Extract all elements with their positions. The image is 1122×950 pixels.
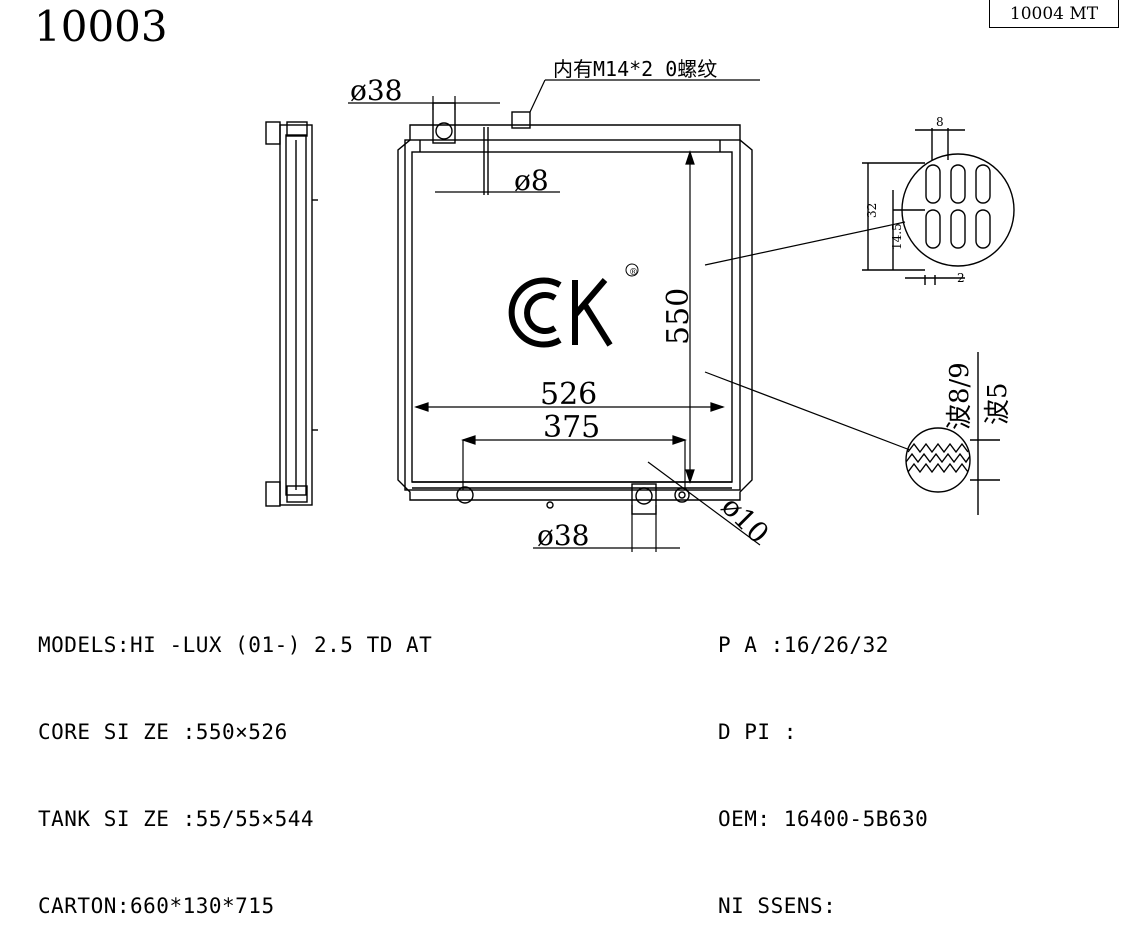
spec-value: 660*130*715: [130, 894, 275, 918]
spec-nissens: NI SSENS:: [718, 892, 928, 921]
spec-tank-size: TANK SI ZE :55/55×544: [38, 805, 432, 834]
fin-wave-b-label: 波5: [983, 382, 1013, 425]
spec-label: CORE SI ZE :: [38, 720, 196, 744]
spec-label: OEM:: [718, 807, 771, 831]
fin-wave-a-label: 波8/9: [945, 362, 975, 430]
spec-label: MODELS:: [38, 633, 131, 657]
spec-value: 16400-5B630: [770, 807, 929, 831]
registered-mark: ®: [629, 268, 638, 278]
fin-detail: [905, 352, 1000, 515]
dimension-lines: [348, 79, 911, 552]
specs-right-block: P A :16/26/32 D PI : OEM: 16400-5B630 NI…: [718, 573, 928, 950]
tank-span-label: 375: [543, 410, 600, 445]
spec-pa: P A :16/26/32: [718, 631, 928, 660]
spec-value: 55/55×544: [195, 807, 315, 831]
tube-row-height-label: 14.5: [890, 223, 904, 250]
brand-logo: [508, 277, 613, 348]
spec-value: HI -LUX (01-) 2.5 TD AT: [130, 633, 433, 657]
spec-oem: OEM: 16400-5B630: [718, 805, 928, 834]
tube-pitch-label: 8: [936, 115, 944, 129]
small-port-diameter-label: ø10: [715, 490, 775, 550]
spec-label: P A :: [718, 633, 784, 657]
tube-height-label: 32: [865, 203, 879, 218]
core-height-label: 550: [661, 288, 696, 345]
drain-diameter-label: ø8: [514, 164, 549, 197]
spec-dpi: D PI :: [718, 718, 928, 747]
part-number-title: 10003: [34, 2, 168, 51]
front-view: [397, 102, 753, 515]
tube-gap-label: 2: [957, 271, 965, 285]
registered-mark-circle: [625, 263, 639, 277]
inlet-diameter-label: ø38: [350, 74, 403, 107]
tube-section-detail: [862, 128, 1015, 285]
thread-note: 内有M14*2 0螺纹: [553, 57, 717, 81]
spec-label: TANK SI ZE :: [38, 807, 196, 831]
outlet-diameter-label: ø38: [537, 519, 590, 552]
spec-label: NI SSENS:: [718, 894, 837, 918]
spec-models: MODELS:HI -LUX (01-) 2.5 TD AT: [38, 631, 432, 660]
radiator-drawing: ø38 内有M14*2 0螺纹 ø8 526 375 ø38 550 ø10 ®…: [265, 57, 1015, 552]
spec-core-size: CORE SI ZE :550×526: [38, 718, 432, 747]
spec-label: CARTON:: [38, 894, 131, 918]
side-view: [265, 121, 318, 507]
spec-value: 16/26/32: [783, 633, 889, 657]
core-width-label: 526: [540, 377, 597, 412]
specs-left-block: MODELS:HI -LUX (01-) 2.5 TD AT CORE SI Z…: [38, 573, 432, 950]
spec-value: 550×526: [195, 720, 288, 744]
spec-carton: CARTON:660*130*715: [38, 892, 432, 921]
spec-label: D PI :: [718, 720, 797, 744]
variant-tag: 10004 MT: [989, 0, 1119, 28]
